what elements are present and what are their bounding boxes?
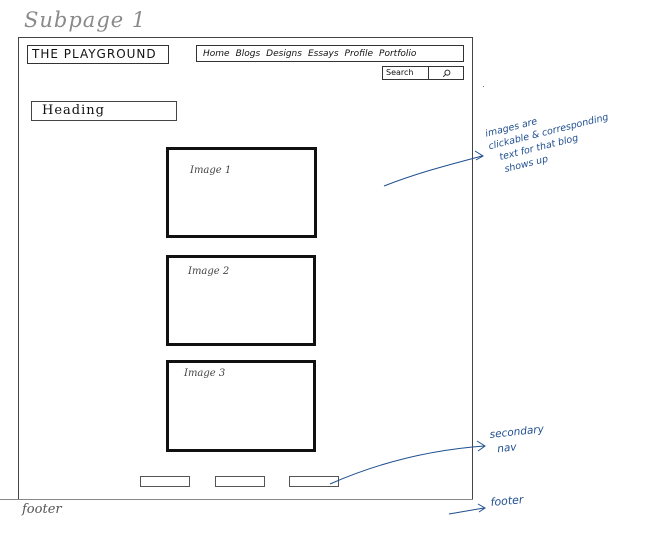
nav-item-home[interactable]: Home: [203, 48, 230, 59]
nav-item-designs[interactable]: Designs: [266, 48, 302, 59]
image-card-1[interactable]: Image 1: [166, 147, 317, 238]
secondary-nav-button-3[interactable]: [289, 476, 339, 487]
images-arrowhead: [474, 150, 484, 161]
site-logo[interactable]: THE PLAYGROUND: [27, 45, 169, 64]
image-label: Image 1: [190, 165, 232, 176]
footer: footer: [22, 502, 62, 517]
footer-arrow: [448, 507, 485, 515]
nav-item-essays[interactable]: Essays: [307, 48, 339, 59]
nav-item-blogs[interactable]: Blogs: [235, 48, 261, 59]
image-card-2[interactable]: Image 2: [166, 255, 316, 346]
image-label: Image 3: [184, 368, 226, 379]
footer-arrowhead: [477, 503, 486, 513]
secondary-nav-arrowhead: [476, 440, 486, 452]
main-nav: Home Blogs Designs Essays Profile Portfo…: [196, 45, 464, 62]
image-label: Image 2: [188, 266, 230, 277]
annotation-secondary-nav: secondary nav: [489, 422, 546, 458]
annotation-footer: footer: [490, 493, 524, 509]
secondary-nav-button-1[interactable]: [140, 476, 190, 487]
search-input[interactable]: Search: [383, 67, 429, 79]
nav-item-portfolio[interactable]: Portfolio: [379, 48, 417, 59]
annotation-images: images are clickable & corresponding tex…: [484, 98, 616, 178]
search-button[interactable]: [429, 67, 463, 79]
stray-dot: [483, 86, 484, 87]
secondary-nav-button-2[interactable]: [215, 476, 265, 487]
image-card-3[interactable]: Image 3: [166, 360, 316, 452]
footer-divider: [0, 499, 473, 500]
page-frame: [18, 37, 473, 499]
page-title: Subpage 1: [24, 8, 147, 32]
search-icon: [442, 69, 450, 77]
nav-item-profile[interactable]: Profile: [344, 48, 374, 59]
section-heading: Heading: [31, 101, 177, 121]
search-bar: Search: [382, 66, 464, 80]
